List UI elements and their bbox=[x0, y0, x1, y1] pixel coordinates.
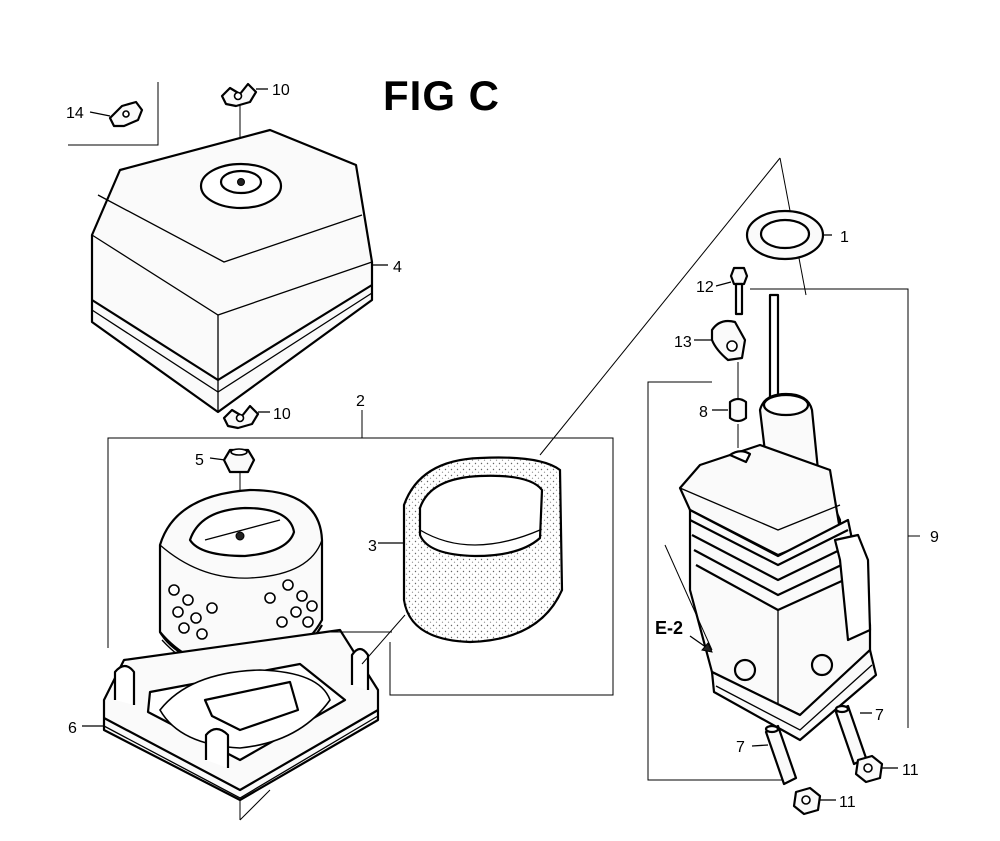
part-12-bolt bbox=[715, 266, 749, 316]
part-8-grommet bbox=[712, 397, 748, 423]
callout-12: 12 bbox=[696, 279, 714, 296]
part-4-air-cleaner-cover bbox=[90, 128, 388, 414]
part-11-nuts bbox=[792, 754, 898, 816]
filter-perforations bbox=[168, 579, 318, 640]
callout-11a: 11 bbox=[902, 762, 919, 779]
figure-title: FIG C bbox=[383, 72, 500, 119]
part-10-lower-wing-nut bbox=[222, 404, 270, 430]
callout-2: 2 bbox=[356, 393, 365, 410]
callout-4: 4 bbox=[393, 259, 402, 276]
callout-6: 6 bbox=[68, 720, 77, 737]
callout-7a: 7 bbox=[875, 707, 884, 724]
callout-5: 5 bbox=[195, 452, 204, 469]
callout-3: 3 bbox=[368, 538, 377, 555]
base-studs bbox=[113, 647, 370, 768]
part-13-clamp bbox=[694, 319, 747, 362]
part-3-foam-element bbox=[378, 456, 564, 644]
callout-7b: 7 bbox=[736, 739, 745, 756]
part-10-top-wing-nut bbox=[220, 82, 268, 108]
callout-14: 14 bbox=[66, 105, 84, 122]
callout-10-lower: 10 bbox=[273, 406, 291, 423]
reference-arrow-icon bbox=[689, 635, 713, 653]
callout-9: 9 bbox=[930, 529, 939, 546]
callout-11b: 11 bbox=[839, 794, 856, 811]
callout-13: 13 bbox=[674, 334, 692, 351]
part-14-inset bbox=[68, 82, 159, 146]
part-2-group-bracket bbox=[107, 410, 614, 696]
reference-label: E-2 bbox=[655, 618, 683, 638]
part-7-studs bbox=[751, 704, 872, 786]
callout-8: 8 bbox=[699, 404, 708, 421]
part-6-air-cleaner-base bbox=[82, 628, 380, 821]
callout-10-top: 10 bbox=[272, 82, 290, 99]
callout-1: 1 bbox=[840, 229, 849, 246]
part-1-seal-ring bbox=[745, 209, 832, 261]
wing-nut-small-icon bbox=[108, 100, 144, 128]
reference-line bbox=[539, 157, 781, 456]
part-9-group-bracket bbox=[647, 288, 920, 781]
part-9-intake-elbow bbox=[678, 293, 878, 742]
part-5-nut bbox=[209, 448, 256, 474]
paper-filter-element bbox=[158, 488, 324, 679]
